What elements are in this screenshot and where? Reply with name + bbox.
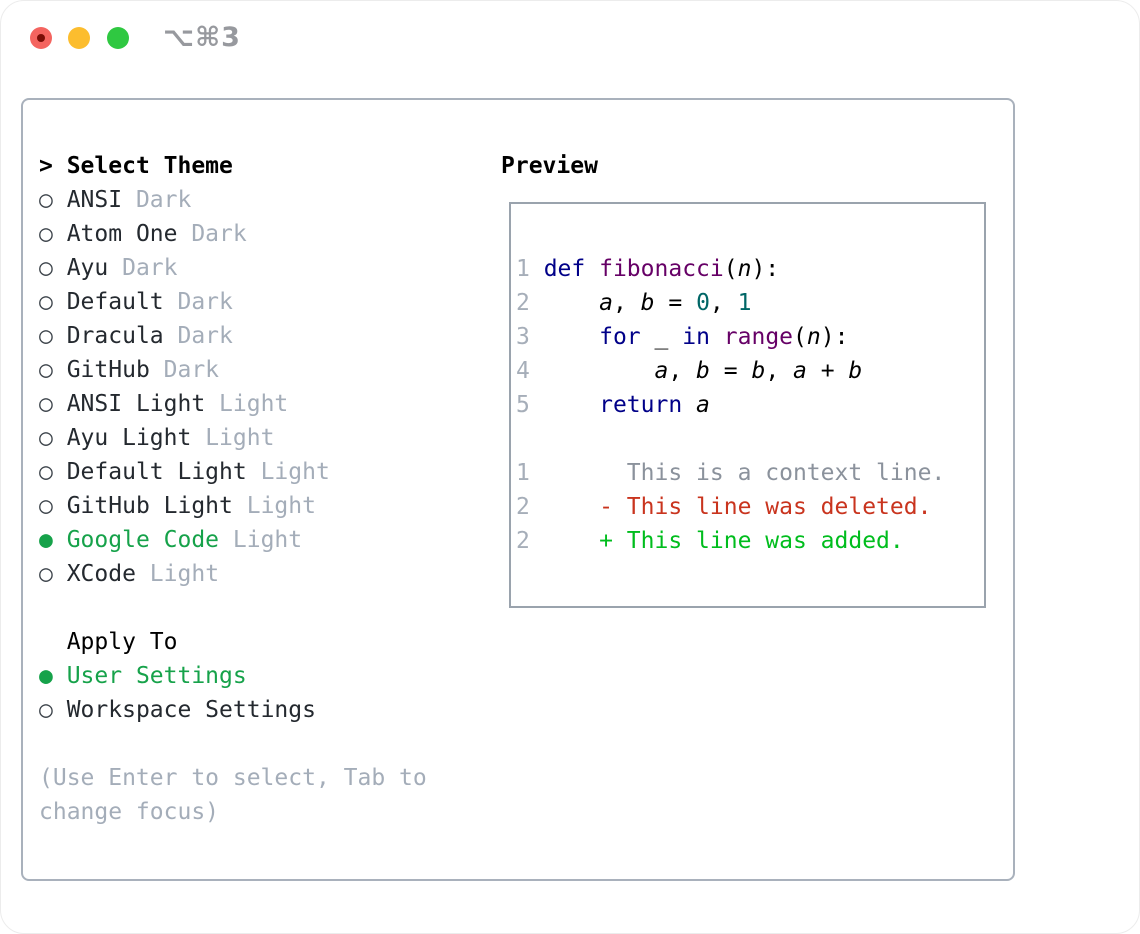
theme-variant-label: Dark (163, 323, 233, 349)
theme-option-label: GitHub Light (52, 493, 233, 519)
theme-option-google-code-light[interactable]: ● Google Code Light (39, 523, 489, 557)
radio-icon: ○ (39, 493, 53, 519)
preview-box: 1 def fibonacci(n): 2 a, b = 0, 1 3 for _ … (509, 202, 986, 608)
theme-variant-label: Dark (163, 289, 233, 315)
theme-variant-label: Light (232, 493, 316, 519)
context-line: 1 This is a context line. (516, 460, 946, 486)
apply-option-user-settings[interactable]: ● User Settings (39, 659, 489, 693)
radio-icon: ○ (39, 187, 53, 213)
theme-variant-label: Light (191, 425, 275, 451)
theme-option-label: Default (52, 289, 164, 315)
deleted-line: 2 - This line was deleted. (516, 494, 932, 520)
theme-selector: > Select Theme ○ ANSI Dark○ Atom One Dar… (39, 149, 489, 829)
window-title: ⌥⌘3 (163, 22, 241, 53)
theme-option-label: Dracula (52, 323, 164, 349)
theme-option-label: Google Code (52, 527, 220, 553)
theme-option-xcode-light[interactable]: ○ XCode Light (39, 557, 489, 591)
theme-option-label: ANSI (52, 187, 123, 213)
radio-icon: ○ (39, 697, 53, 723)
code-line: 2 a, b = 0, 1 (516, 290, 752, 316)
theme-option-github-light-light[interactable]: ○ GitHub Light Light (39, 489, 489, 523)
code-line: 5 return a (516, 392, 710, 418)
theme-option-ansi-light-light[interactable]: ○ ANSI Light Light (39, 387, 489, 421)
select-theme-header: > Select Theme (39, 149, 489, 183)
theme-option-label: ANSI Light (52, 391, 206, 417)
theme-option-label: GitHub (52, 357, 150, 383)
radio-icon: ○ (39, 255, 53, 281)
theme-variant-label: Light (135, 561, 220, 587)
theme-variant-label: Light (205, 391, 289, 417)
preview-code: 1 def fibonacci(n): 2 a, b = 0, 1 3 for _ … (516, 252, 984, 558)
apply-to-header: Apply To (66, 629, 178, 655)
help-text: (Use Enter to select, Tab to change focu… (39, 765, 427, 825)
radio-icon: ○ (39, 459, 53, 485)
blank (516, 422, 984, 456)
theme-option-label: Atom One (52, 221, 178, 247)
radio-selected-icon: ● (39, 663, 53, 689)
theme-list: ○ ANSI Dark○ Atom One Dark○ Ayu Dark○ De… (39, 183, 489, 591)
added-line: 2 + This line was added. (516, 528, 904, 554)
select-theme-title: Select Theme (66, 153, 233, 179)
theme-option-dracula-dark[interactable]: ○ Dracula Dark (39, 319, 489, 353)
radio-icon: ○ (39, 289, 53, 315)
theme-variant-label: Dark (122, 187, 192, 213)
theme-variant-label: Dark (108, 255, 178, 281)
code-line: 1 def fibonacci(n): (516, 256, 780, 282)
theme-option-label: Ayu Light (52, 425, 192, 451)
theme-variant-label: Dark (149, 357, 220, 383)
radio-icon: ○ (39, 425, 53, 451)
radio-icon: ○ (39, 221, 53, 247)
titlebar: ⌥⌘3 (1, 1, 1139, 73)
preview-title: Preview (501, 153, 598, 179)
close-button[interactable] (30, 27, 52, 49)
apply-option-label: User Settings (52, 663, 247, 689)
maximize-button[interactable] (107, 27, 129, 49)
theme-variant-label: Light (246, 459, 330, 485)
apply-to-list: ● User Settings○ Workspace Settings (39, 659, 489, 727)
radio-icon: ○ (39, 391, 53, 417)
close-dot-icon (37, 34, 45, 42)
radio-selected-icon: ● (39, 527, 53, 553)
theme-option-label: XCode (52, 561, 136, 587)
theme-option-default-light-light[interactable]: ○ Default Light Light (39, 455, 489, 489)
radio-icon: ○ (39, 323, 53, 349)
theme-option-label: Ayu (52, 255, 109, 281)
radio-icon: ○ (39, 357, 53, 383)
code-line: 4 a, b = b, a + b (516, 358, 863, 384)
apply-option-workspace-settings[interactable]: ○ Workspace Settings (39, 693, 489, 727)
minimize-button[interactable] (68, 27, 90, 49)
theme-picker-panel: > Select Theme ○ ANSI Dark○ Atom One Dar… (21, 98, 1015, 881)
theme-option-github-dark[interactable]: ○ GitHub Dark (39, 353, 489, 387)
theme-option-ayu-dark[interactable]: ○ Ayu Dark (39, 251, 489, 285)
theme-option-default-dark[interactable]: ○ Default Dark (39, 285, 489, 319)
focus-caret-icon: > (39, 153, 67, 179)
theme-variant-label: Dark (177, 221, 247, 247)
theme-option-label: Default Light (52, 459, 247, 485)
theme-option-ansi-dark[interactable]: ○ ANSI Dark (39, 183, 489, 217)
apply-option-label: Workspace Settings (52, 697, 316, 723)
theme-option-ayu-light-light[interactable]: ○ Ayu Light Light (39, 421, 489, 455)
code-line: 3 for _ in range(n): (516, 324, 849, 350)
theme-variant-label: Light (219, 527, 303, 553)
theme-option-atom-one-dark[interactable]: ○ Atom One Dark (39, 217, 489, 251)
radio-icon: ○ (39, 561, 53, 587)
